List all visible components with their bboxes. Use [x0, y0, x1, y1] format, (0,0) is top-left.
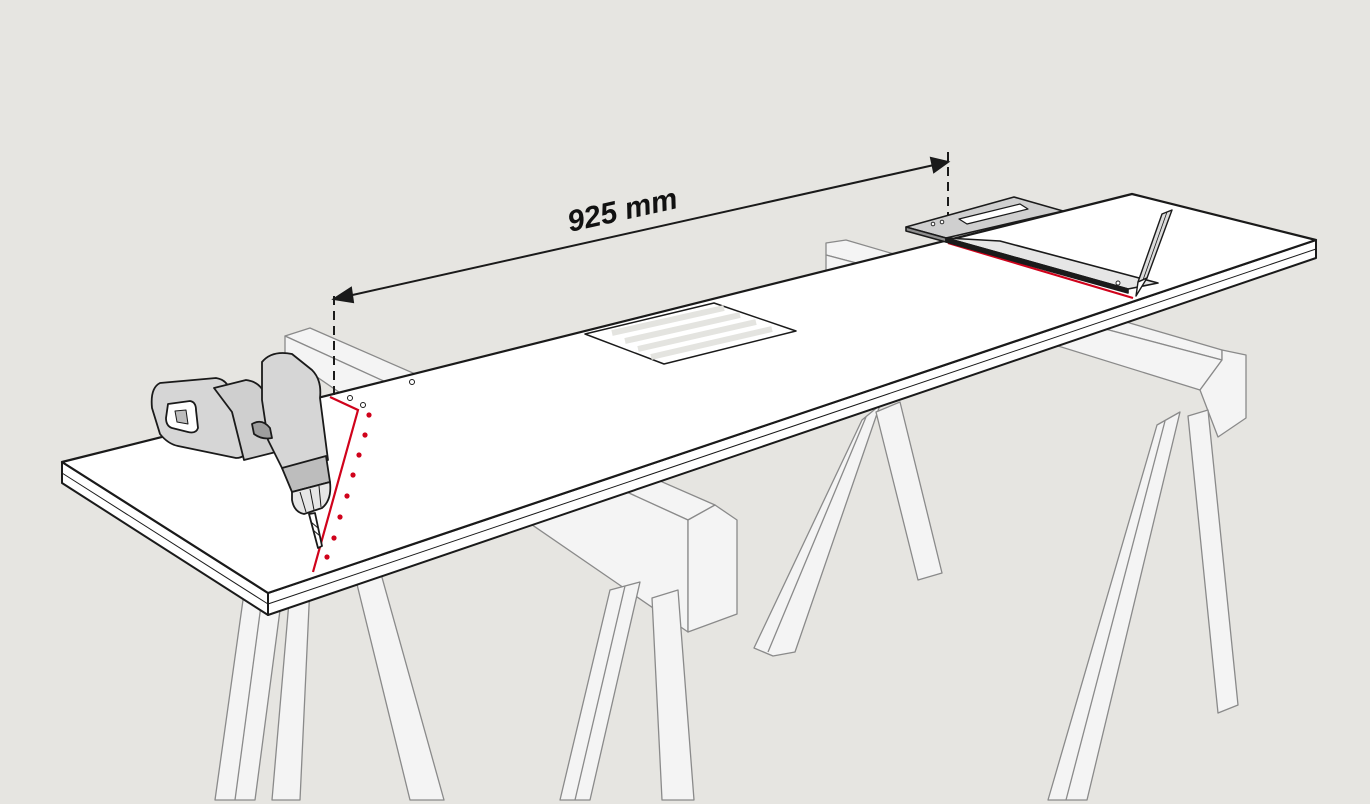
- drill-point: [324, 554, 330, 560]
- instruction-sheet: [584, 302, 797, 365]
- drill-point: [366, 412, 372, 418]
- cut-line-left: [311, 396, 360, 573]
- drill-point: [350, 472, 356, 478]
- dimension-marker: [331, 152, 951, 398]
- cut-line-right: [947, 241, 1134, 300]
- arrowhead-right: [929, 156, 951, 174]
- cut-lines: [311, 241, 1134, 573]
- drill-point: [337, 514, 343, 520]
- pilot-holes: [347, 379, 415, 408]
- drill-icon: [150, 352, 332, 549]
- dimension-line: [347, 164, 935, 297]
- instruction-sheet-lines: [611, 305, 773, 360]
- drill-point: [356, 452, 362, 458]
- drill-points: [324, 412, 372, 560]
- drill-point: [362, 432, 368, 438]
- drill-point: [331, 535, 337, 541]
- drill-point: [344, 493, 350, 499]
- workbench-board: [60, 192, 1318, 616]
- arrowhead-left: [331, 286, 355, 304]
- pencil-icon: [1135, 209, 1173, 297]
- square-ruler-icon: [905, 196, 1159, 294]
